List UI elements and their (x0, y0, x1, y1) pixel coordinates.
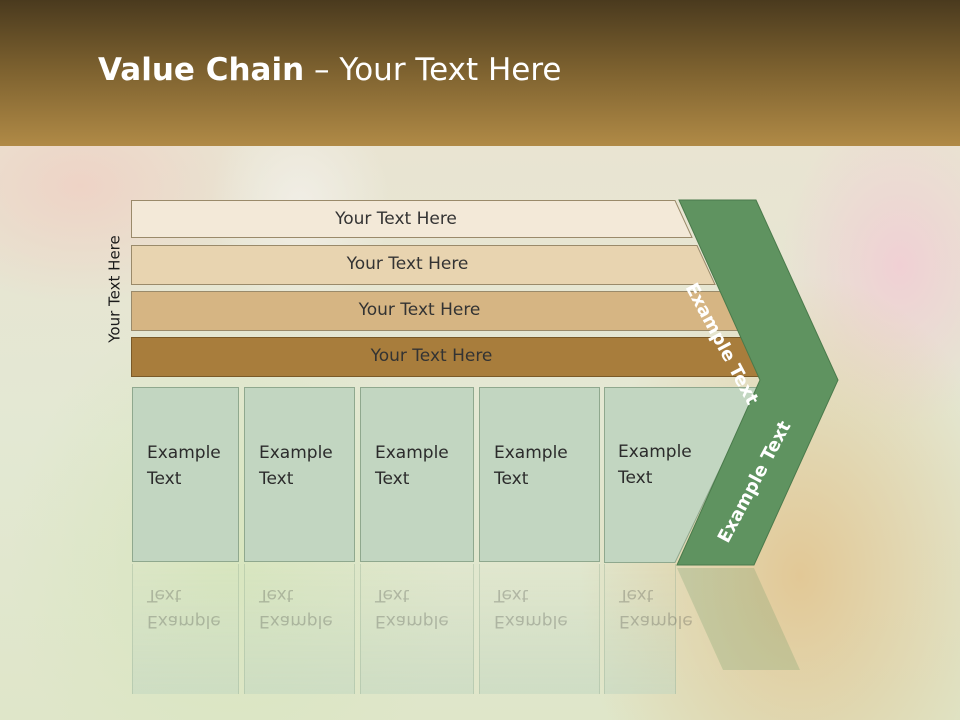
box-4-line1: Example (494, 443, 568, 463)
box-3-line1: Example (375, 443, 449, 463)
box-1-line1: Example (147, 443, 221, 463)
box-5-line2: Text (618, 468, 653, 488)
box-5-reflection-line2: Text (619, 585, 654, 605)
box-3-reflection-line1: Example (375, 611, 449, 631)
box-4-reflection: Example Text (479, 564, 600, 694)
title-bold: Value Chain (98, 52, 305, 88)
box-1-reflection-line1: Example (147, 611, 221, 631)
box-3-line2: Text (375, 469, 410, 489)
box-3-reflection-line2: Text (375, 585, 410, 605)
box-1-line2: Text (147, 469, 182, 489)
box-4-line2: Text (494, 469, 529, 489)
activity-box-2[interactable]: Example Text (244, 387, 355, 562)
title-bar: Value Chain – Your Text Here (0, 0, 960, 146)
activity-box-5-shape (604, 387, 760, 563)
slide-title: Value Chain – Your Text Here (98, 52, 561, 88)
bar-1-label: Your Text Here (335, 209, 457, 229)
box-2-reflection-line2: Text (259, 585, 294, 605)
box-1-reflection: Example Text (132, 564, 239, 694)
box-2-line2: Text (259, 469, 294, 489)
title-rest: – Your Text Here (304, 52, 562, 88)
bar-3-label: Your Text Here (358, 300, 481, 320)
activity-box-1[interactable]: Example Text (132, 387, 239, 562)
activity-box-5[interactable] (605, 387, 606, 388)
box-4-reflection-line1: Example (494, 611, 568, 631)
bar-2-label: Your Text Here (346, 254, 469, 274)
box-1-reflection-line2: Text (147, 585, 182, 605)
box-4-reflection-line2: Text (494, 585, 529, 605)
bar-4-label: Your Text Here (370, 346, 493, 366)
box-5-reflection: Example Text (604, 564, 693, 694)
box-2-reflection: Example Text (244, 564, 355, 694)
activity-box-4[interactable]: Example Text (479, 387, 600, 562)
box-5-line1: Example (618, 442, 692, 462)
bar-1-shape (131, 200, 693, 238)
bar-2[interactable]: Your Text Here (131, 245, 716, 285)
bar-4[interactable]: Your Text Here (131, 337, 764, 377)
activity-box-3[interactable]: Example Text (360, 387, 474, 562)
box-2-line1: Example (259, 443, 333, 463)
activity-box-5-text: Example Text (618, 439, 692, 491)
bar-2-shape (131, 245, 716, 285)
box-5-reflection-line1: Example (619, 611, 693, 631)
box-3-reflection: Example Text (360, 564, 474, 694)
margin-arrow (676, 199, 839, 566)
box-2-reflection-line1: Example (259, 611, 333, 631)
margin-arrow-reflection (677, 568, 800, 670)
bar-1[interactable]: Your Text Here (131, 200, 693, 238)
